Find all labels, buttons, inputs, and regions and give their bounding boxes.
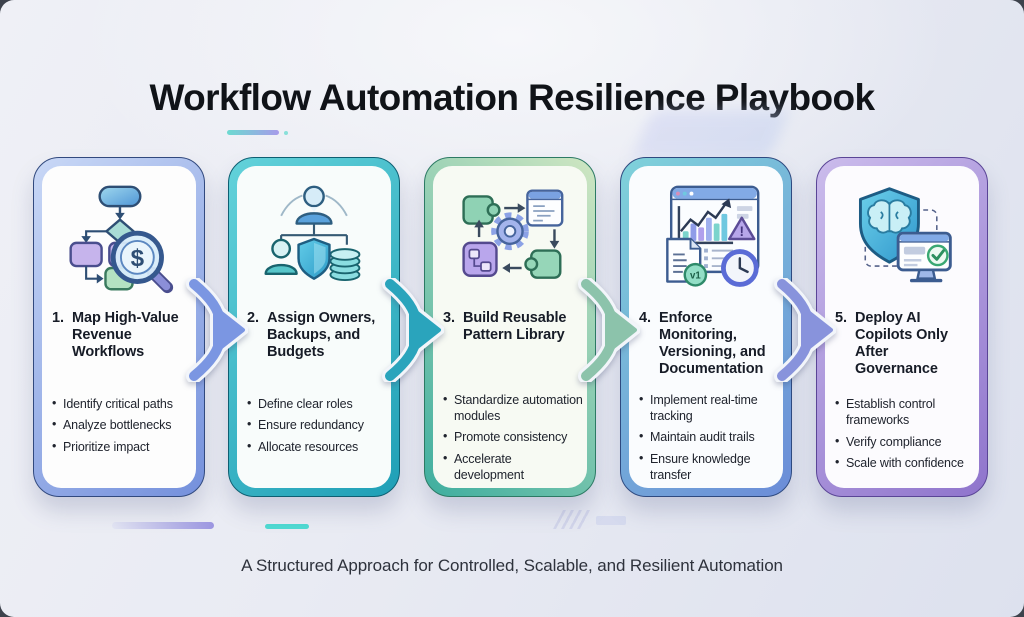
step-5-bullets: Establish control frameworks Verify comp… xyxy=(825,395,979,476)
step-4-number: 4. xyxy=(639,310,651,326)
step-1-bullets: Identify critical paths Analyze bottlene… xyxy=(42,395,196,460)
step-3-title: 3. Build Reusable Pattern Library xyxy=(433,310,587,388)
flowchart-dollar-magnifier-icon: $ xyxy=(42,174,196,304)
hatch-decoration xyxy=(552,510,594,529)
step-3-title-text: Build Reusable Pattern Library xyxy=(463,310,567,343)
right-arrow-icon xyxy=(772,276,837,384)
bullet: Analyze bottlenecks xyxy=(52,416,192,433)
teal-dash-decoration xyxy=(265,524,309,529)
dashboard-audit-clock-icon: ! v1 xyxy=(629,174,783,304)
bullet: Identify critical paths xyxy=(52,395,192,412)
alert-glyph: ! xyxy=(740,224,745,239)
dot-decoration xyxy=(284,131,288,135)
step-1-title-text: Map High-Value Revenue Workflows xyxy=(72,310,179,360)
step-1-title: 1. Map High-Value Revenue Workflows xyxy=(42,310,196,392)
step-2-title-text: Assign Owners, Backups, and Budgets xyxy=(267,310,376,360)
bullet: Promote consistency xyxy=(443,428,583,445)
step-5-title: 5. Deploy AI Copilots Only After Governa… xyxy=(825,310,979,392)
shield-brain-monitor-icon xyxy=(825,174,979,304)
step-4-title: 4. Enforce Monitoring, Versioning, and D… xyxy=(629,310,783,388)
bullet: Prioritize impact xyxy=(52,437,192,455)
step-card-1-body: $ 1. Map High-Value Revenue Workflows Id… xyxy=(42,166,196,488)
bullet: Ensure redundancy xyxy=(247,416,387,433)
step-3-bullets: Standardize automation modules Promote c… xyxy=(433,391,587,488)
bullet: Scale with confidence xyxy=(835,454,975,471)
step-3-number: 3. xyxy=(443,310,455,326)
step-4-bullets: Implement real-time tracking Maintain au… xyxy=(629,391,783,488)
gradient-dash-decoration xyxy=(227,130,279,135)
bar-decoration xyxy=(596,516,626,525)
puzzle-gear-modules-icon xyxy=(433,174,587,304)
step-1-number: 1. xyxy=(52,310,64,326)
bullet: Define clear roles xyxy=(247,395,387,412)
bullet: Ensure knowledge transfer xyxy=(639,450,779,484)
step-card-1: $ 1. Map High-Value Revenue Workflows Id… xyxy=(33,157,205,497)
bullet: Allocate resources xyxy=(247,437,387,455)
right-arrow-icon xyxy=(184,276,249,384)
bullet: Implement real-time tracking xyxy=(639,391,779,425)
dollar-glyph: $ xyxy=(131,245,145,272)
bullet: Maintain audit trails xyxy=(639,428,779,445)
step-card-2-body: 2. Assign Owners, Backups, and Budgets D… xyxy=(237,166,391,488)
step-card-5: 5. Deploy AI Copilots Only After Governa… xyxy=(816,157,988,497)
page-subtitle: A Structured Approach for Controlled, Sc… xyxy=(241,556,783,575)
page-title: Workflow Automation Resilience Playbook xyxy=(149,76,876,118)
soft-blur-decoration xyxy=(631,110,791,158)
step-2-title: 2. Assign Owners, Backups, and Budgets xyxy=(237,310,391,392)
step-2-number: 2. xyxy=(247,310,259,326)
step-card-5-body: 5. Deploy AI Copilots Only After Governa… xyxy=(825,166,979,488)
step-card-2: 2. Assign Owners, Backups, and Budgets D… xyxy=(228,157,400,497)
step-card-4: ! v1 4. Enforce Monitoring, Versioning, … xyxy=(620,157,792,497)
bullet: Accelerate development xyxy=(443,450,583,484)
bullet: Standardize automation modules xyxy=(443,391,583,425)
step-5-number: 5. xyxy=(835,310,847,326)
step-4-title-text: Enforce Monitoring, Versioning, and Docu… xyxy=(659,310,766,377)
org-chart-shield-coins-icon xyxy=(237,174,391,304)
bullet: Verify compliance xyxy=(835,432,975,450)
purple-dash-decoration xyxy=(112,522,214,529)
right-arrow-icon xyxy=(576,276,641,384)
bullet: Establish control frameworks xyxy=(835,395,975,429)
step-2-bullets: Define clear roles Ensure redundancy All… xyxy=(237,395,391,460)
step-card-3: 3. Build Reusable Pattern Library Standa… xyxy=(424,157,596,497)
step-card-3-body: 3. Build Reusable Pattern Library Standa… xyxy=(433,166,587,488)
step-5-title-text: Deploy AI Copilots Only After Governance xyxy=(855,310,948,377)
right-arrow-icon xyxy=(380,276,445,384)
version-glyph: v1 xyxy=(690,271,701,282)
step-card-4-body: ! v1 4. Enforce Monitoring, Versioning, … xyxy=(629,166,783,488)
